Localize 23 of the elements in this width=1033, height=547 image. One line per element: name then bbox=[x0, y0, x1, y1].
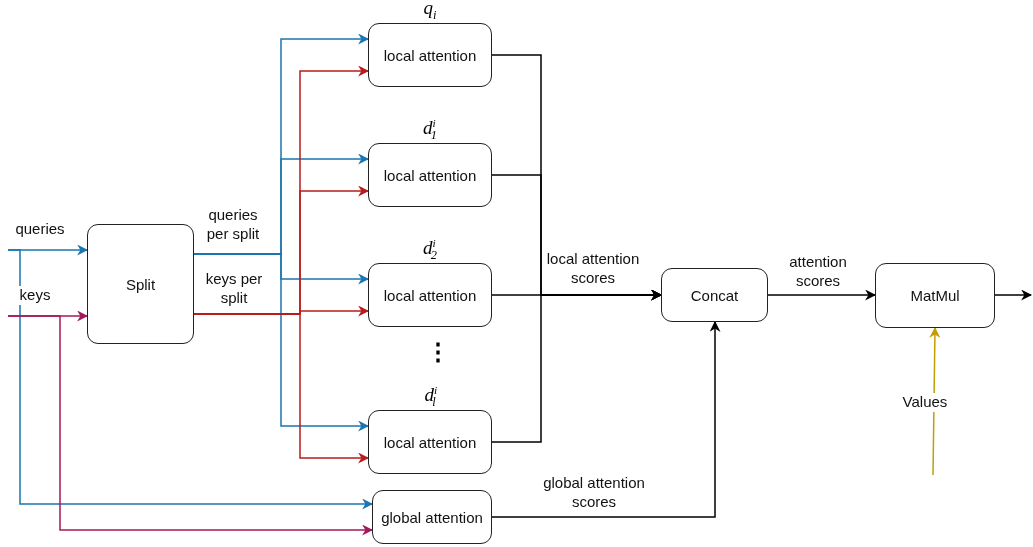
arrow bbox=[193, 313, 370, 464]
arrow bbox=[767, 289, 877, 301]
arrow bbox=[7, 315, 374, 536]
box-label: Split bbox=[125, 275, 156, 293]
arrow bbox=[491, 289, 663, 443]
box-label: local attention bbox=[383, 433, 477, 451]
box-label: MatMul bbox=[910, 287, 960, 304]
arrow bbox=[491, 320, 721, 518]
process-box bbox=[875, 263, 995, 328]
ellipsis-label: ⋮ bbox=[426, 340, 450, 364]
arrow bbox=[929, 326, 941, 476]
process-box bbox=[372, 490, 492, 544]
box-label: local attention bbox=[383, 286, 477, 304]
box-label: Concat bbox=[690, 286, 739, 304]
arrow bbox=[994, 289, 1033, 301]
arrow bbox=[193, 253, 370, 432]
process-box bbox=[661, 268, 768, 322]
box-label: global attention bbox=[381, 508, 483, 526]
math-label: q$_{i}$ bbox=[423, 0, 437, 22]
process-box bbox=[87, 224, 194, 344]
arrow bbox=[7, 249, 374, 510]
box-label: local attention bbox=[383, 166, 477, 184]
box-label: local attention bbox=[383, 46, 477, 64]
